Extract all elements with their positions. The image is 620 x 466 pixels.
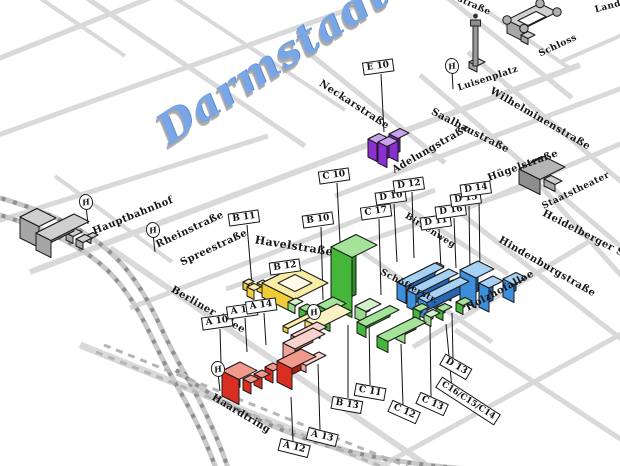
buildings-layer: [19, 0, 566, 405]
label-connectors: [85, 69, 481, 442]
